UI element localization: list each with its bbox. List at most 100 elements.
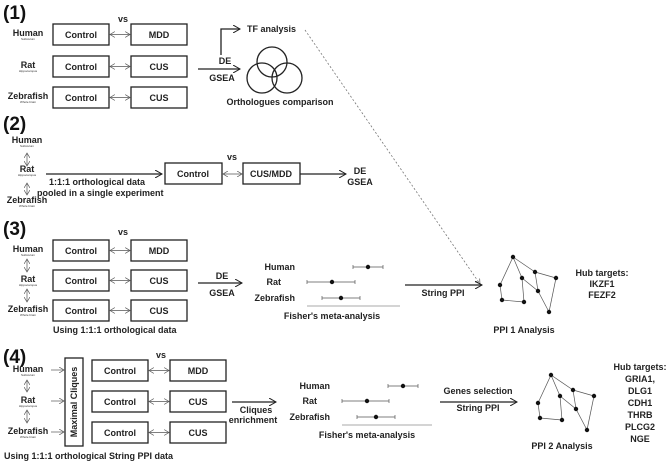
control-label: Control [65, 306, 97, 316]
species-label: Rat [21, 395, 36, 405]
vs-label: vs [156, 350, 166, 360]
network-node [535, 400, 541, 406]
control-box [52, 269, 110, 292]
de-label: DE [216, 271, 229, 281]
case-label: MDD [149, 246, 170, 256]
network-node [553, 275, 559, 281]
control-box [91, 390, 149, 413]
network-edge [559, 395, 577, 410]
network-node [499, 297, 505, 303]
species-label: Rat [20, 164, 35, 174]
network-node [497, 282, 503, 288]
hub-gene: GRIA1, [625, 374, 655, 384]
case-box [130, 299, 188, 322]
network-node [537, 415, 543, 421]
network-edge [512, 256, 536, 273]
control-box [164, 162, 223, 185]
case-label: CUS [149, 93, 168, 103]
species-label: Rat [21, 60, 36, 70]
case-box [130, 86, 188, 109]
tissue-label: Whole brain [19, 204, 35, 208]
control-box [52, 55, 110, 78]
tissue-label: Whole brain [20, 313, 36, 317]
network-node [570, 387, 576, 393]
tissue-label: Hippocampus [19, 283, 38, 287]
forest-species-label: Rat [302, 396, 317, 406]
ppi-network-1 [497, 254, 559, 315]
gsea-label: GSEA [209, 73, 235, 83]
forest-species-label: Rat [266, 277, 281, 287]
vs-label: vs [227, 152, 237, 162]
species-label: Zebrafish [7, 195, 48, 205]
case-label: CUS [149, 276, 168, 286]
case-box [130, 23, 188, 46]
hub-title: Hub targets: [613, 362, 666, 372]
control-box [91, 359, 149, 382]
vs-label: vs [118, 14, 128, 24]
hub-gene: NGE [630, 434, 650, 444]
network-edge [537, 374, 552, 404]
network-node [548, 372, 554, 378]
network-node [557, 393, 563, 399]
cliques-label: Cliques [240, 405, 273, 415]
tissue-label: Subiculum [21, 373, 36, 377]
ppi-caption: PPI 1 Analysis [493, 325, 554, 335]
species-label: Rat [21, 274, 36, 284]
case-box [130, 239, 188, 262]
tf-arrow [220, 29, 240, 55]
network-edge [559, 395, 563, 421]
control-label: Control [65, 246, 97, 256]
species-label: Zebrafish [8, 91, 49, 101]
maximal-cliques-label: Maximal Cliques [69, 367, 79, 438]
panel-label: (1) [3, 3, 26, 24]
species-label: Human [13, 28, 44, 38]
species-label: Human [12, 135, 43, 145]
species-label: Zebrafish [8, 426, 49, 436]
network-edge [586, 395, 595, 431]
tissue-label: Hippocampus [18, 173, 37, 177]
case-box [130, 269, 188, 292]
network-edge [499, 284, 503, 301]
network-node [510, 254, 516, 260]
panel-label: (2) [3, 114, 26, 135]
hub-gene: IKZF1 [589, 279, 614, 289]
tissue-label: Whole brain [20, 435, 36, 439]
species-label: Zebrafish [8, 304, 49, 314]
meta-caption: Fisher's meta-analysis [284, 311, 380, 321]
tissue-label: Hippocampus [19, 69, 38, 73]
hub-title: Hub targets: [575, 268, 628, 278]
network-edge [501, 299, 525, 303]
network-edge [521, 277, 525, 303]
case-label: CUS [149, 306, 168, 316]
species-label: Human [13, 244, 44, 254]
tf-analysis-label: TF analysis [247, 24, 296, 34]
hub-gene: CDH1 [628, 398, 653, 408]
panel-label: (4) [3, 347, 26, 368]
effect-point [365, 264, 371, 270]
maximal-cliques-box [64, 357, 84, 447]
case-label: CUS [188, 428, 207, 438]
control-label: Control [65, 276, 97, 286]
network-edge [512, 256, 523, 279]
ppi-caption: PPI 2 Analysis [531, 441, 592, 451]
control-label: Control [65, 30, 97, 40]
network-edge [499, 256, 514, 286]
case-label: CUS/MDD [250, 169, 292, 179]
control-label: Control [65, 62, 97, 72]
forest-species-label: Zebrafish [254, 293, 295, 303]
network-node [519, 275, 525, 281]
network-node [573, 406, 579, 412]
forest-species-label: Human [264, 262, 295, 272]
control-label: Control [104, 428, 136, 438]
network-edge [572, 389, 577, 410]
forest-species-label: Human [299, 381, 330, 391]
